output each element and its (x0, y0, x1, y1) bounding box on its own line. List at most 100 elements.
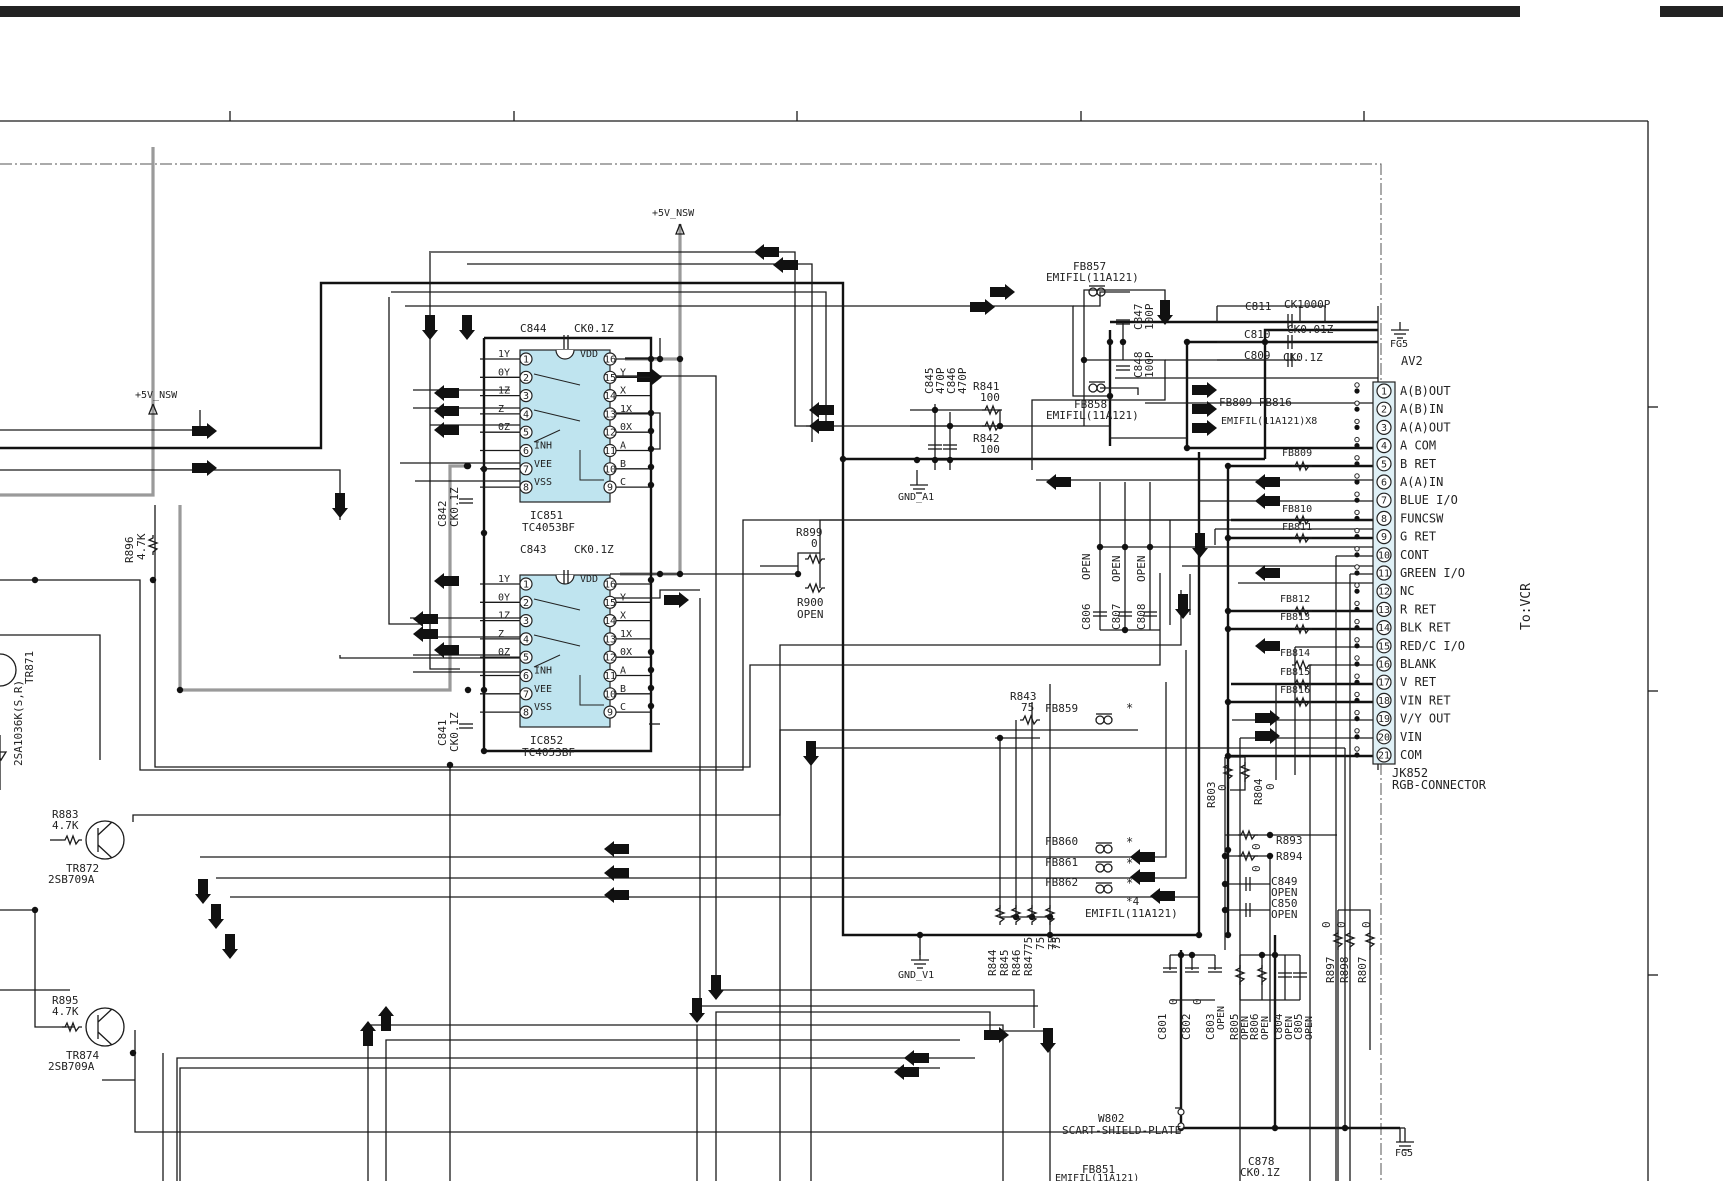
ic-pin-number: 1 (523, 355, 529, 366)
c802-label: C802 (1180, 1014, 1193, 1041)
ic-pin-name: Y (620, 367, 626, 378)
r846-label: R846 (1010, 950, 1023, 977)
ic-pin (603, 595, 617, 609)
connector-pin-number: 13 (1378, 605, 1390, 616)
connector-pin (1376, 747, 1392, 763)
fb858-label: FB858 (1074, 398, 1107, 411)
connector-pin-number: 6 (1381, 478, 1387, 489)
connector-pin-name: G RET (1400, 530, 1436, 544)
top-bar (0, 6, 1520, 17)
r893-label: R893 (1276, 834, 1303, 847)
ic-pin (519, 613, 533, 628)
connector-pin-name: BLUE I/O (1400, 493, 1458, 507)
ic-part: TC4053BF (522, 746, 575, 759)
ic-pin-number: 13 (604, 409, 616, 420)
passives (148, 285, 1375, 1130)
ic-pin (603, 407, 617, 421)
connector-pin-number: 2 (1381, 405, 1387, 416)
c811-label: C811 (1245, 300, 1272, 313)
connector-pin-name: GREEN I/O (1400, 566, 1465, 580)
ic-pin-name: INH (534, 666, 552, 677)
c878-label: C878 (1248, 1155, 1275, 1168)
c807-value: OPEN (1110, 556, 1123, 583)
ground-v1: GND_V1 (898, 970, 934, 981)
ic-pin-name: B (620, 684, 626, 695)
fb860-label: FB860 (1045, 835, 1078, 848)
ic-pin-name: 0X (620, 647, 632, 658)
c806-label: C806 (1080, 604, 1093, 631)
connector-pin (1376, 510, 1392, 527)
ic-pin (603, 613, 617, 628)
ic-pin (603, 687, 617, 701)
fb857-label: FB857 (1073, 260, 1106, 273)
c847-value: 100P (1143, 303, 1156, 330)
supply-5v-left: +5V_NSW (135, 390, 178, 401)
connector-pin-number: 10 (1378, 550, 1390, 561)
c850-label: C850 (1271, 897, 1298, 910)
connector-pin (1376, 474, 1392, 490)
connector-pin-number: 5 (1381, 459, 1387, 470)
ic-pin-name: INH (534, 441, 552, 452)
connector-pin-number: 16 (1378, 660, 1390, 671)
ic-pin-number: 9 (607, 483, 613, 494)
connector-pin (1376, 401, 1392, 417)
r894-value: 0 (1250, 865, 1263, 872)
tr872-value: 2SB709A (48, 873, 95, 886)
ic-pin-name: A (620, 666, 626, 677)
ic-pin (603, 425, 617, 439)
c801-label: C801 (1156, 1014, 1169, 1041)
component-labels: C844 CK0.1Z C843 CK0.1Z C842 CK0.1Z C841… (12, 260, 1373, 1181)
c808-label: C808 (1135, 604, 1148, 631)
connector-pin (1376, 710, 1392, 727)
r842-value: 100 (980, 443, 1000, 456)
ic-pin (603, 632, 617, 646)
r844-value: 75 (1034, 937, 1047, 950)
top-bar-right (1660, 6, 1723, 17)
connector-pin-name: V/Y OUT (1400, 712, 1451, 726)
ic-pin (519, 352, 533, 366)
r806-value: OPEN (1260, 1016, 1271, 1040)
connector-pin-number: 20 (1378, 732, 1390, 743)
ic-pin (603, 389, 617, 403)
connector-pin (1376, 456, 1392, 472)
r841-value: 100 (980, 391, 1000, 404)
connector-pin-name: B RET (1400, 457, 1436, 471)
r844-label: R844 (986, 949, 999, 976)
fb813-label: FB813 (1280, 612, 1310, 623)
ic-pin (603, 352, 617, 366)
ic-pin-number: 1 (523, 580, 529, 591)
connector-pin (1376, 419, 1392, 435)
connector-pin-number: 12 (1378, 587, 1390, 598)
r804-label: R804 (1252, 778, 1265, 805)
transistor-tr871 (0, 653, 17, 790)
ic-pin (603, 480, 617, 494)
c845-value: 470P (934, 367, 947, 394)
ic-pin-name: 0Y (498, 592, 510, 603)
ic-pin-name: 0Y (498, 367, 510, 378)
r899-label: R899 (796, 526, 823, 539)
fb810-label: FB810 (1282, 504, 1312, 515)
connector-pin-number: 17 (1378, 678, 1390, 689)
shield-boundary (0, 163, 1382, 1181)
ic-pin (603, 462, 617, 476)
fb809-label: FB809 (1282, 448, 1312, 459)
ic-ref: IC851 (530, 509, 563, 522)
ic-pin-number: 3 (523, 391, 529, 402)
connector-pin-number: 8 (1381, 514, 1387, 525)
connector-pin (1376, 383, 1392, 399)
ic-pin-name: 1X (620, 629, 632, 640)
connector-ref: JK852 (1392, 766, 1428, 780)
r895-value: 4.7K (52, 1005, 79, 1018)
c802-value: 0 (1191, 998, 1204, 1005)
c849-value: OPEN (1271, 886, 1298, 899)
ic-pin-number: 8 (523, 483, 529, 494)
ic-pin-number: 8 (523, 708, 529, 719)
connector-pin-number: 18 (1378, 696, 1390, 707)
ic-pin (519, 462, 533, 476)
c844-value: CK0.1Z (574, 322, 614, 335)
ic-pin-number: 13 (604, 634, 616, 645)
ic-pin-number: 9 (607, 708, 613, 719)
